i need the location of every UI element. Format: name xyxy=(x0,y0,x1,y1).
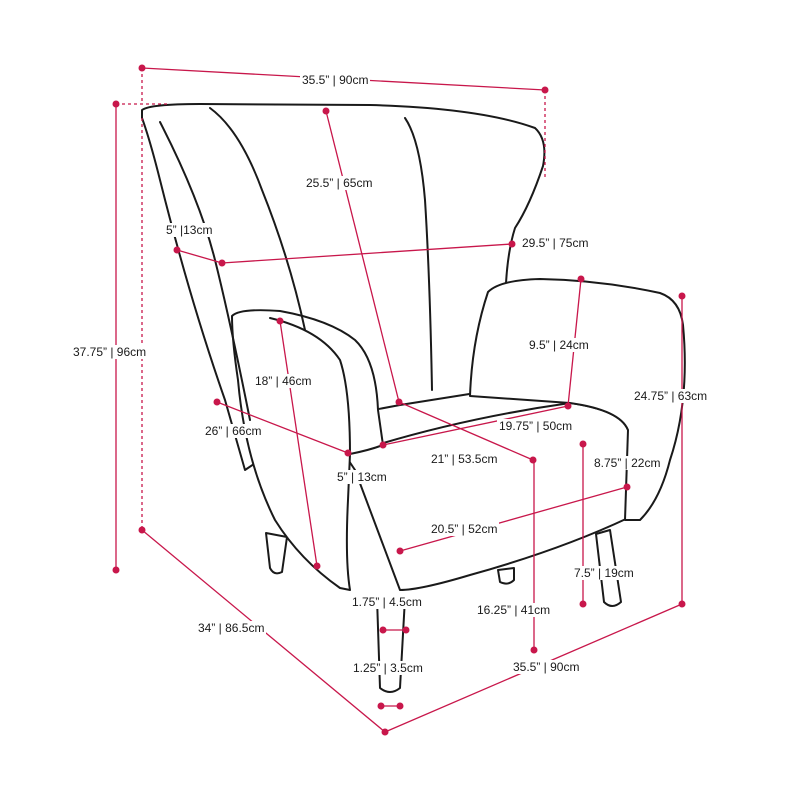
dimension-endpoint-4 xyxy=(322,107,330,115)
dim-seat-depth-side: 26” | 66cm xyxy=(203,424,264,438)
dim-line-inner-width xyxy=(221,243,513,264)
dimension-endpoint-15 xyxy=(213,398,221,406)
dim-seat-width: 19.75” | 50cm xyxy=(497,419,575,433)
dim-leg-height-2: 7.5” | 19cm xyxy=(572,566,636,580)
dimension-endpoint-21 xyxy=(396,547,404,555)
dimension-endpoint-29 xyxy=(396,702,404,710)
front-right-leg xyxy=(497,567,515,585)
dim-arm-height: 9.5” | 24cm xyxy=(527,338,591,352)
dimension-endpoint-24 xyxy=(402,626,410,634)
dimension-endpoint-23 xyxy=(379,626,387,634)
chair-outline xyxy=(141,103,686,693)
dimension-endpoint-22 xyxy=(623,483,631,491)
left-arm-front xyxy=(269,317,351,455)
dimension-endpoint-6 xyxy=(173,246,181,254)
dimension-endpoint-14 xyxy=(678,600,686,608)
dimension-lines xyxy=(112,64,686,736)
dim-wing-depth: 5” |13cm xyxy=(164,223,215,237)
dimension-endpoint-17 xyxy=(379,441,387,449)
dimension-endpoint-12 xyxy=(313,562,321,570)
dimension-endpoint-19 xyxy=(579,440,587,448)
back-channel-3 xyxy=(404,117,433,391)
dim-overall-height: 37.75” | 96cm xyxy=(71,345,149,359)
dimension-endpoint-28 xyxy=(377,702,385,710)
dimension-endpoint-18 xyxy=(529,456,537,464)
seat-cushion xyxy=(344,402,631,591)
dimension-endpoint-16 xyxy=(344,449,352,457)
dim-overall-depth: 34” | 86.5cm xyxy=(196,621,267,635)
dimension-endpoint-11 xyxy=(276,317,284,325)
dimension-endpoint-13 xyxy=(678,292,686,300)
dim-overall-height-2: 24.75” | 63cm xyxy=(632,389,710,403)
dimension-endpoint-8 xyxy=(508,240,516,248)
dim-leg-foot: 1.25” | 3.5cm xyxy=(351,661,425,675)
dimension-endpoint-25 xyxy=(530,646,538,654)
dimension-endpoint-10 xyxy=(564,402,572,410)
dim-line-backrest-height xyxy=(325,110,400,403)
back-channel-1 xyxy=(159,121,251,421)
dimension-endpoint-7 xyxy=(218,259,226,267)
front-left-leg xyxy=(376,597,406,693)
dimension-endpoint-2 xyxy=(112,100,120,108)
dim-inner-width: 29.5” | 75cm xyxy=(520,236,591,250)
dimension-endpoint-5 xyxy=(395,398,403,406)
left-arm xyxy=(231,309,384,591)
dimension-endpoint-20 xyxy=(579,600,587,608)
dim-arm-length: 18” | 46cm xyxy=(253,374,314,388)
dim-leg-height: 8.75” | 22cm xyxy=(592,456,663,470)
dim-back-width: 35.5” | 90cm xyxy=(300,73,371,87)
back-left-leg xyxy=(265,532,288,575)
dimension-endpoint-3 xyxy=(112,566,120,574)
dim-seat-front-depth: 20.5” | 52cm xyxy=(429,522,500,536)
dim-overall-width: 35.5” | 90cm xyxy=(511,660,582,674)
dimension-endpoint-1 xyxy=(541,86,549,94)
dimension-endpoint-0 xyxy=(138,64,146,72)
dim-line-seat-depth xyxy=(398,401,534,461)
dim-line-seat-front-depth xyxy=(399,486,628,552)
dim-leg-thickness: 1.75” | 4.5cm xyxy=(350,595,424,609)
dim-line-seat-width xyxy=(382,405,569,446)
dimension-endpoint-9 xyxy=(577,275,585,283)
dim-line-arm-length xyxy=(279,320,318,567)
dim-backrest-height: 25.5” | 65cm xyxy=(304,176,375,190)
dim-arm-width: 5” | 13cm xyxy=(335,470,389,484)
back-channel-2 xyxy=(209,107,306,331)
dimension-endpoint-27 xyxy=(381,728,389,736)
dimension-endpoint-26 xyxy=(138,526,146,534)
dim-line-wing-depth xyxy=(176,249,223,264)
dim-line-seat-depth-side xyxy=(216,401,349,454)
dim-seat-height: 16.25” | 41cm xyxy=(475,603,553,617)
dim-seat-depth: 21” | 53.5cm xyxy=(429,452,500,466)
